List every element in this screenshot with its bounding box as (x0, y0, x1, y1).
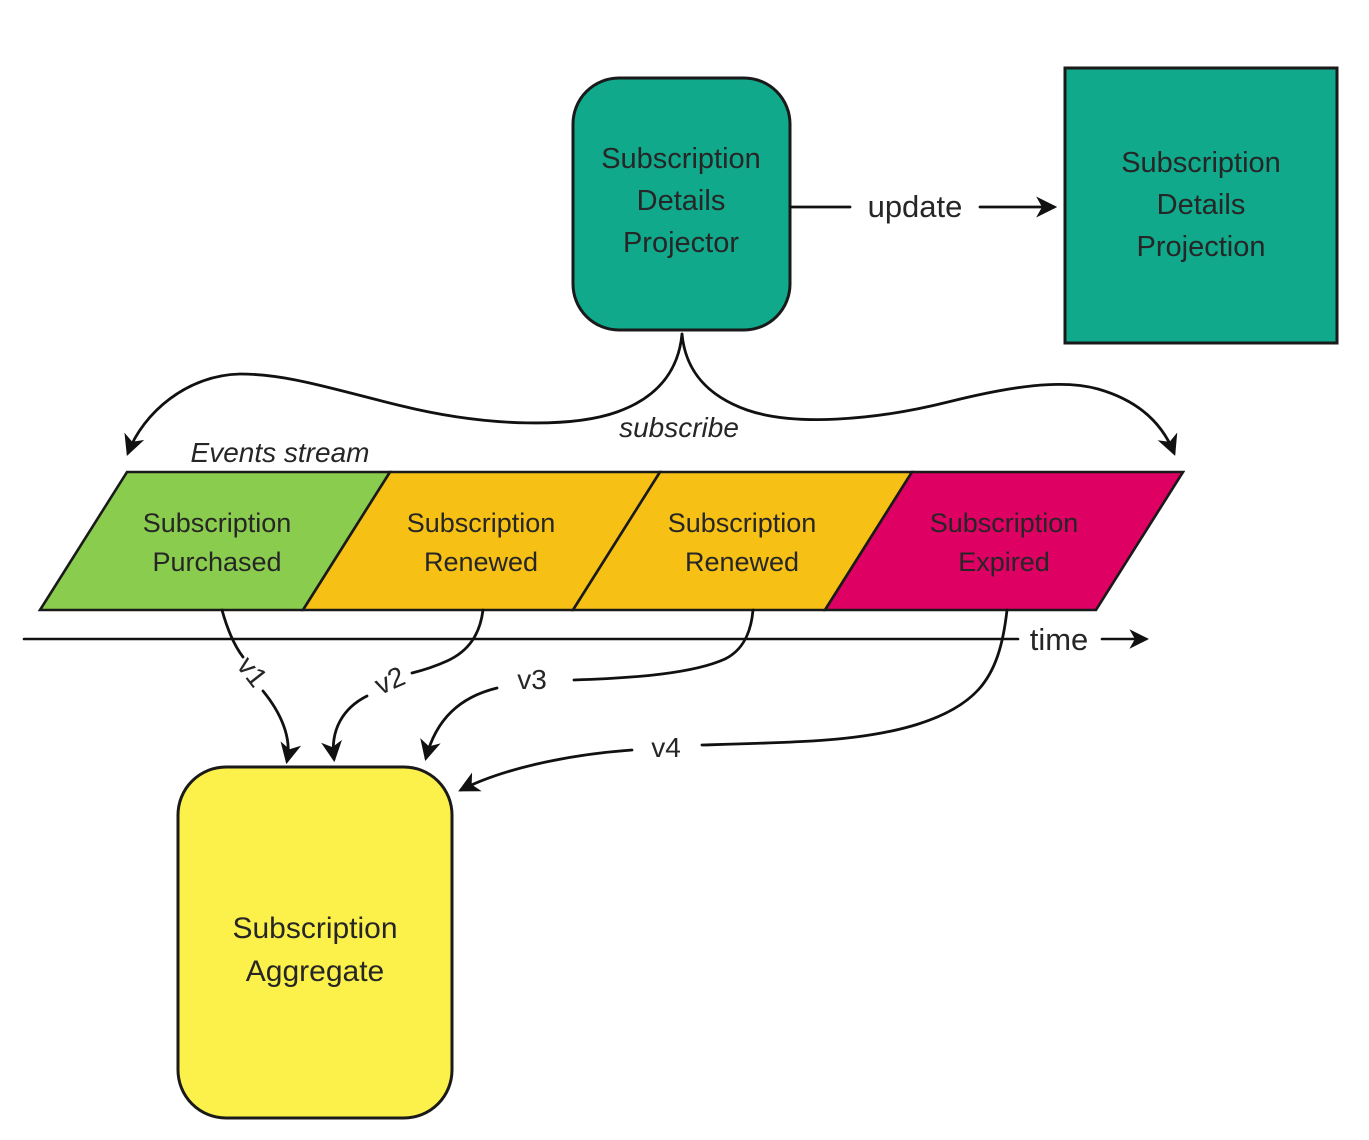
v3-arrow-upper (572, 608, 755, 682)
projection-label-line3: Projection (1137, 231, 1266, 263)
update-label: update (868, 189, 963, 224)
projector-label-line2: Details (637, 185, 726, 217)
segment-renewed-1-line2: Renewed (424, 547, 538, 577)
projector-label-line1: Subscription (601, 143, 761, 175)
v2-arrow-lower (321, 694, 369, 763)
projection-box (1063, 66, 1339, 345)
segment-renewed-2-line2: Renewed (685, 547, 799, 577)
segment-purchased-line1: Subscription (143, 508, 292, 538)
segment-expired-line2: Expired (958, 547, 1050, 577)
segment-renewed-1-line1: Subscription (407, 508, 556, 538)
projector-box (571, 76, 792, 332)
aggregate-label-line1: Subscription (232, 912, 397, 945)
projection-label-line1: Subscription (1121, 147, 1281, 179)
v4-label: v4 (651, 732, 681, 763)
v1-label: v1 (231, 650, 274, 692)
v3-label: v3 (517, 664, 547, 695)
segment-renewed-2-line1: Subscription (668, 508, 817, 538)
subscribe-label: subscribe (619, 412, 739, 443)
v2-arrow-upper (410, 608, 485, 675)
aggregate-label-line2: Aggregate (246, 955, 384, 988)
projector-label-line3: Projector (623, 227, 739, 259)
v4-arrow-upper (700, 608, 1009, 747)
v1-arrow-lower (261, 689, 302, 765)
v2-label: v2 (370, 660, 410, 700)
segment-expired-line1: Subscription (930, 508, 1079, 538)
subscribe-arrow-right (680, 332, 1178, 456)
v1-arrow-upper (220, 608, 245, 659)
v4-arrow-lower (458, 748, 634, 792)
segment-purchased-line2: Purchased (152, 547, 281, 577)
projection-label-line2: Details (1157, 189, 1246, 221)
time-label: time (1030, 622, 1089, 657)
subscribe-arrow-left (124, 332, 684, 456)
events-stream-label: Events stream (191, 437, 370, 468)
aggregate-box (176, 765, 454, 1120)
v3-arrow-lower (420, 686, 499, 762)
event-segment-expired (822, 470, 1186, 612)
